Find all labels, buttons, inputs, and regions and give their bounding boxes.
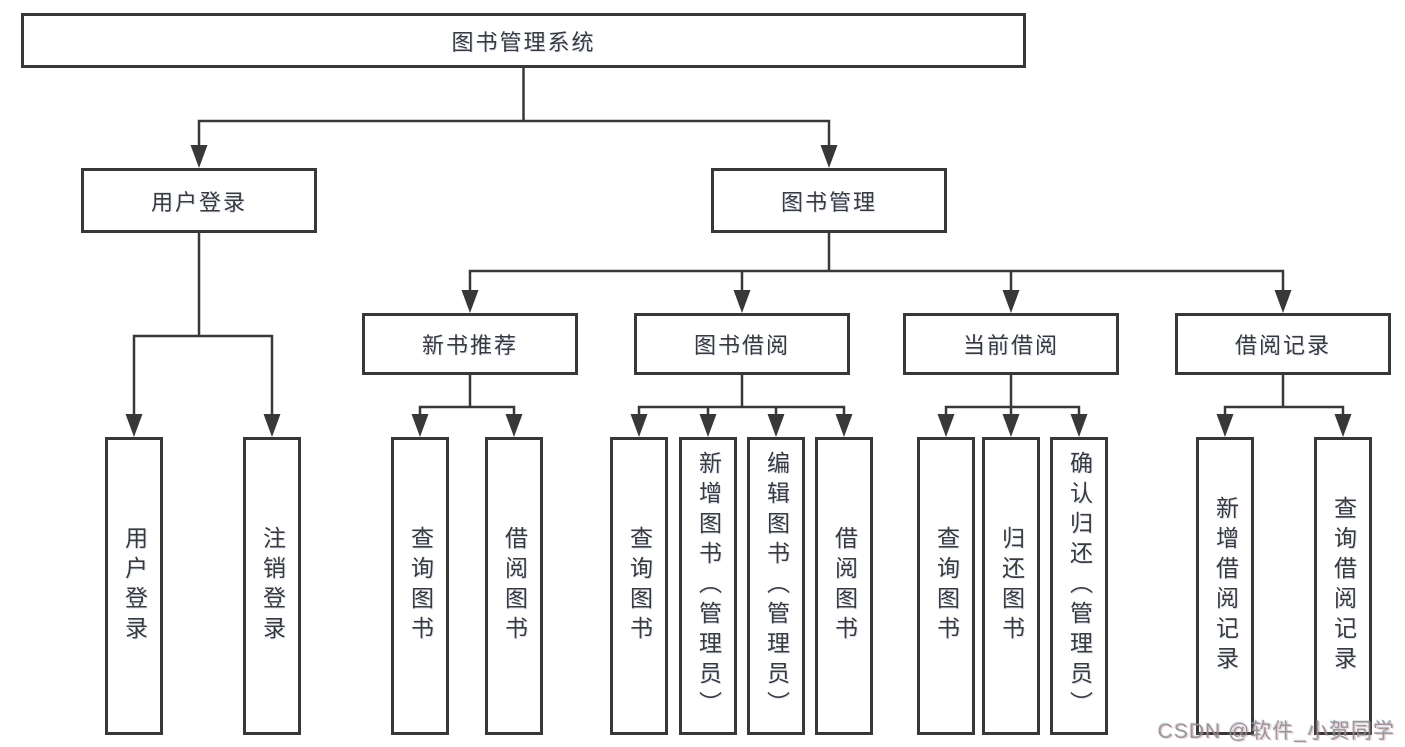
node-current-borrow: 当前借阅: [903, 313, 1119, 375]
leaf-label: 新增图书（管理员）: [695, 451, 722, 721]
node-user-login: 用户登录: [81, 168, 317, 233]
node-book-borrow: 图书借阅: [634, 313, 850, 375]
leaf-user-login: 用户登录: [105, 437, 163, 735]
leaf-logout: 注销登录: [243, 437, 301, 735]
leaf-label: 借阅图书: [831, 526, 858, 646]
csdn-watermark: CSDN @软件_小贺同学: [1157, 720, 1395, 743]
leaf-label: 编辑图书（管理员）: [763, 451, 790, 721]
leaf-borrow-book-recommend: 借阅图书: [485, 437, 543, 735]
leaf-query-books-recommend: 查询图书: [391, 437, 449, 735]
leaf-label: 用户登录: [121, 526, 148, 646]
leaf-label: 查询借阅记录: [1330, 496, 1357, 676]
leaf-label: 归还图书: [998, 526, 1025, 646]
leaf-query-books-borrow: 查询图书: [610, 437, 668, 735]
node-root-system: 图书管理系统: [21, 13, 1026, 68]
node-book-management: 图书管理: [711, 168, 947, 233]
leaf-label: 查询图书: [407, 526, 434, 646]
leaf-confirm-return-admin: 确认归还（管理员）: [1050, 437, 1108, 735]
leaf-borrow-book: 借阅图书: [815, 437, 873, 735]
leaf-label: 借阅图书: [501, 526, 528, 646]
node-new-book-recommend: 新书推荐: [362, 313, 578, 375]
leaf-label: 注销登录: [259, 526, 286, 646]
leaf-query-borrow-record: 查询借阅记录: [1314, 437, 1372, 735]
leaf-add-book-admin: 新增图书（管理员）: [679, 437, 737, 735]
leaf-query-books-current: 查询图书: [917, 437, 975, 735]
leaf-label: 确认归还（管理员）: [1066, 451, 1093, 721]
leaf-return-book: 归还图书: [982, 437, 1040, 735]
leaf-label: 查询图书: [933, 526, 960, 646]
leaf-label: 新增借阅记录: [1212, 496, 1239, 676]
leaf-label: 查询图书: [626, 526, 653, 646]
node-borrow-records: 借阅记录: [1175, 313, 1391, 375]
leaf-add-borrow-record: 新增借阅记录: [1196, 437, 1254, 735]
leaf-edit-book-admin: 编辑图书（管理员）: [747, 437, 805, 735]
